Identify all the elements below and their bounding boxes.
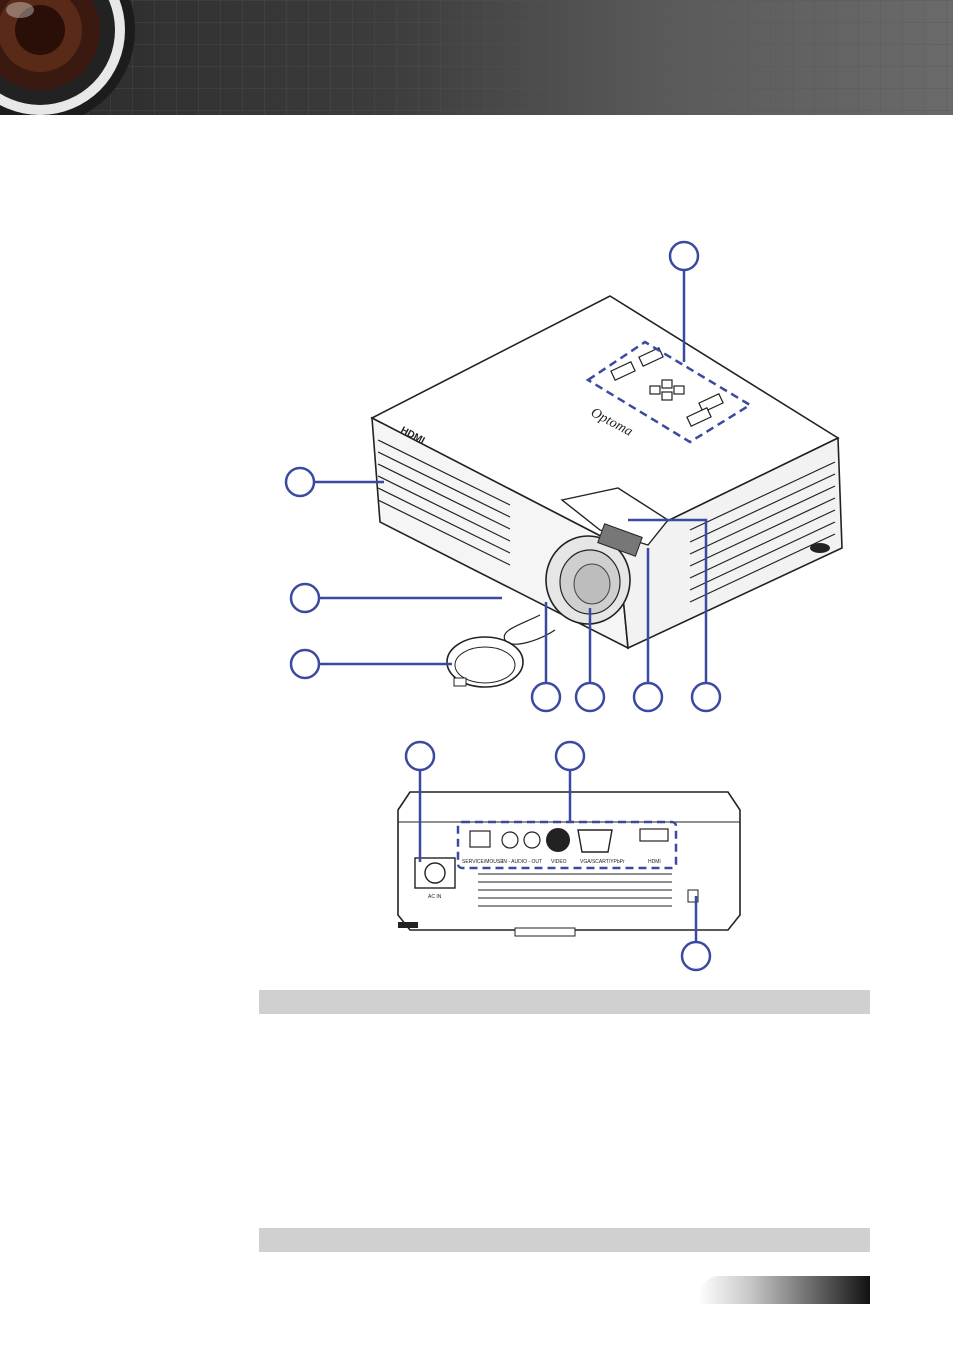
callout-zoom-lens xyxy=(574,681,606,713)
ac-in-label: AC IN xyxy=(428,894,442,900)
control-panel-outline xyxy=(585,340,753,444)
lens-cap xyxy=(446,636,524,688)
service-mouse-label: SERVICE/MOUSE xyxy=(462,859,504,865)
callout-zoom-lever xyxy=(690,681,722,713)
header-banner xyxy=(0,0,953,115)
vga-label: VGA/SCART/YPbPr xyxy=(580,859,625,865)
callout-ventilation xyxy=(284,466,316,498)
audio-label: IN - AUDIO - OUT xyxy=(502,859,542,865)
callout-control-panel xyxy=(668,240,700,272)
callout-kensington-lock xyxy=(680,940,712,972)
hdmi-port-label: HDMI xyxy=(648,859,661,865)
section-bar-main-unit xyxy=(259,990,870,1014)
lens-icon xyxy=(0,0,135,115)
header-grid-pattern xyxy=(0,0,953,115)
callout-focus-ring xyxy=(632,681,664,713)
callout-input-output-ports xyxy=(554,740,586,772)
callout-ir-receiver xyxy=(530,681,562,713)
rear-ports-outline xyxy=(456,820,678,870)
video-label: VIDEO xyxy=(551,859,567,865)
projector-rear-view: AC IN SERVICE/MOUSE IN - AUDIO - OUT VID… xyxy=(397,791,741,937)
callout-power-socket xyxy=(404,740,436,772)
callout-lens-cap xyxy=(289,648,321,680)
callout-elevator-button xyxy=(289,582,321,614)
section-bar-second xyxy=(259,1228,870,1252)
projector-top-view: Optoma HDMI xyxy=(370,295,843,688)
footer-page-tab xyxy=(698,1276,870,1304)
